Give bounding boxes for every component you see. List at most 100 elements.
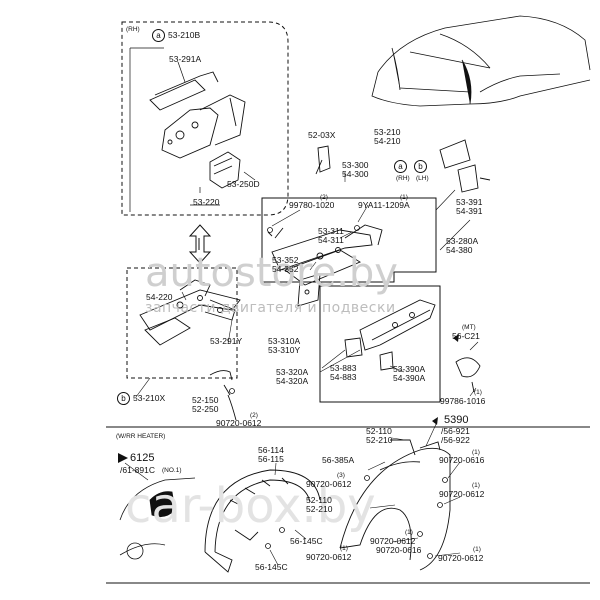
circle-b-right: b bbox=[414, 160, 427, 173]
part-56-c21 bbox=[455, 357, 481, 393]
label-rh-small: (RH) bbox=[396, 175, 410, 182]
label-56-385a: 56-385A bbox=[322, 455, 355, 465]
label-54-391: 54-391 bbox=[456, 206, 483, 216]
label-53-210: 53-210 bbox=[374, 127, 401, 137]
label-56-145c-a: 56-145C bbox=[290, 536, 323, 546]
label-53-310a: 53-310A bbox=[268, 336, 301, 346]
leader-lines bbox=[124, 172, 479, 566]
rear-car-sketch bbox=[119, 477, 196, 560]
label-56-115: 56-115 bbox=[258, 454, 284, 464]
label-qty-1c: (1) bbox=[472, 449, 480, 456]
label-54-311: 54-311 bbox=[318, 235, 344, 245]
watermark-bottom: car-box.by bbox=[125, 478, 376, 534]
part-52-03x bbox=[315, 145, 331, 175]
label-90720-0612-e: 90720-0612 bbox=[306, 552, 352, 562]
label-lh-small: (LH) bbox=[416, 175, 429, 182]
label-52-250: 52-250 bbox=[192, 404, 219, 414]
label-56-114: 56-114 bbox=[258, 445, 284, 455]
label-mt: (MT) bbox=[462, 324, 476, 331]
label-52-210-b: 52-210 bbox=[306, 504, 333, 514]
label-53-320a: 53-320A bbox=[276, 367, 309, 377]
label-52-110-a: 52-110 bbox=[366, 426, 392, 436]
label-90720-0612-f: 90720-0612 bbox=[438, 553, 484, 563]
label-90720-0616-a: 90720-0616 bbox=[439, 455, 485, 465]
double-arrow-icon bbox=[188, 224, 212, 264]
part-54-220 bbox=[139, 279, 241, 346]
label-54-390a: 54-390A bbox=[393, 373, 426, 383]
part-52-150 bbox=[209, 370, 237, 421]
label-53-310y: 53-310Y bbox=[268, 345, 301, 355]
label-54-320a: 54-320A bbox=[276, 376, 309, 386]
label-54-220: 54-220 bbox=[146, 292, 173, 302]
part-52-110 bbox=[339, 439, 451, 571]
label-5390: 5390 bbox=[444, 414, 469, 426]
label-no1: (NO.1) bbox=[162, 467, 182, 474]
arrow-heads bbox=[118, 334, 459, 463]
label-54-352: 54-352 bbox=[272, 264, 299, 274]
label-90720-0612-a: 90720-0612 bbox=[216, 418, 262, 428]
label-53-311: 53-311 bbox=[318, 226, 344, 236]
label-53-280a: 53-280A bbox=[446, 236, 479, 246]
apron-frame bbox=[261, 197, 437, 283]
label-52-03x: 52-03X bbox=[308, 130, 336, 140]
bolt-icons bbox=[229, 225, 448, 559]
label-54-883: 54-883 bbox=[330, 372, 357, 382]
label-53-210x: 53-210X bbox=[133, 393, 166, 403]
part-56-114 bbox=[204, 469, 321, 573]
part-53-311 bbox=[267, 224, 383, 307]
label-qty-3: (3) bbox=[337, 472, 345, 479]
leader-lines-top bbox=[129, 47, 256, 212]
label-9ya11-1209a: 9YA11-1209A bbox=[358, 200, 410, 210]
label-6125: 6125 bbox=[130, 452, 155, 464]
label-54-210: 54-210 bbox=[374, 136, 401, 146]
label-56-922: /56-922 bbox=[441, 435, 470, 445]
part-53-250d bbox=[209, 151, 241, 189]
label-53-250d: 53-250D bbox=[227, 179, 260, 189]
label-qty-1e: (1) bbox=[405, 529, 413, 536]
rh-group-frame bbox=[121, 21, 289, 216]
label-rh: (RH) bbox=[126, 26, 140, 33]
circle-a-top: a bbox=[152, 29, 165, 42]
label-53-291a: 53-291A bbox=[169, 54, 202, 64]
label-53-300: 53-300 bbox=[342, 160, 369, 170]
label-99780-1020: 99780-1020 bbox=[289, 200, 335, 210]
label-53-391: 53-391 bbox=[456, 197, 483, 207]
label-52-210-a: 52-210 bbox=[366, 435, 393, 445]
label-99786-1016: 99786-1016 bbox=[440, 396, 486, 406]
label-52-150: 52-150 bbox=[192, 395, 219, 405]
label-qty-1d: (1) bbox=[472, 482, 480, 489]
label-qty-1b: (1) bbox=[474, 389, 482, 396]
circle-b-left: b bbox=[117, 392, 130, 405]
apron-inner-frame bbox=[319, 285, 441, 403]
label-qty-2a: (2) bbox=[320, 194, 328, 201]
label-53-210b: 53-210B bbox=[168, 30, 201, 40]
watermark-sub: запчасти двигателя и подвески bbox=[145, 300, 396, 316]
label-61-891c: /61-891C bbox=[120, 465, 155, 475]
label-56-921: /56-921 bbox=[441, 426, 470, 436]
part-53-391 bbox=[439, 139, 491, 193]
label-54-300: 54-300 bbox=[342, 169, 369, 179]
label-56-145c-b: 56-145C bbox=[255, 562, 288, 572]
label-qty-1a: (1) bbox=[400, 194, 408, 201]
label-52-110-b: 52-110 bbox=[306, 495, 332, 505]
label-90720-0616-b: 90720-0616 bbox=[376, 545, 422, 555]
label-53-352: 53-352 bbox=[272, 255, 299, 265]
part-53-291a bbox=[149, 71, 246, 159]
circle-a-right: a bbox=[394, 160, 407, 173]
label-90720-0612-c: 90720-0612 bbox=[439, 489, 485, 499]
label-53-220: 53-220 bbox=[193, 197, 220, 207]
label-qty-2b: (2) bbox=[250, 412, 258, 419]
label-54-380: 54-380 bbox=[446, 245, 473, 255]
car-outline bbox=[371, 15, 591, 107]
lh-group-frame bbox=[126, 267, 238, 379]
part-53-320a bbox=[344, 299, 436, 371]
label-qty-1f: (1) bbox=[340, 545, 348, 552]
watermark-main: autostore.by bbox=[145, 250, 398, 296]
label-53-291y: 53-291Y bbox=[210, 336, 243, 346]
label-56-c21: 56-C21 bbox=[452, 331, 480, 341]
label-qty-1g: (1) bbox=[473, 546, 481, 553]
label-53-390a: 53-390A bbox=[393, 364, 426, 374]
label-90720-0612-d: 90720-0612 bbox=[370, 536, 416, 546]
